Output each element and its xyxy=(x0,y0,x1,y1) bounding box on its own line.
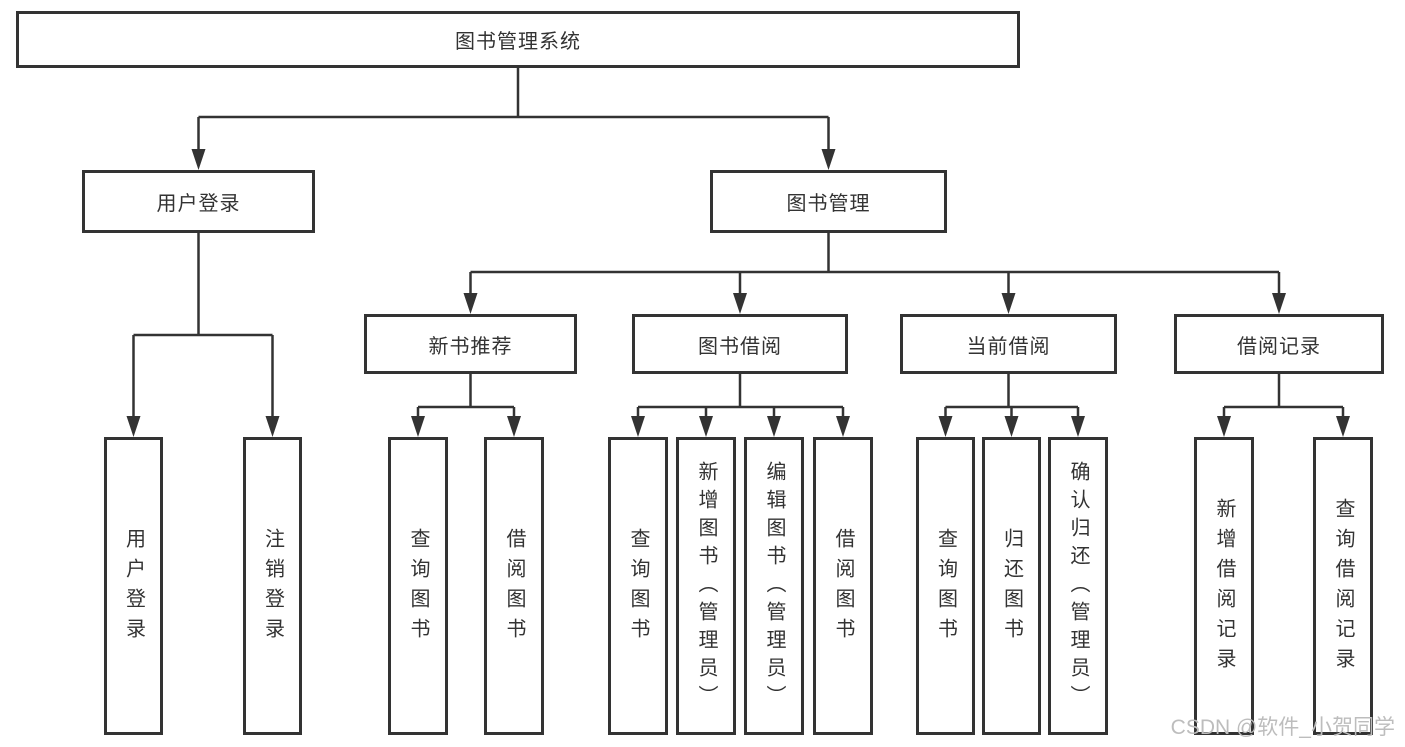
node-book-borrow: 图书借阅 xyxy=(632,314,848,374)
node-root: 图书管理系统 xyxy=(16,11,1020,68)
node-user-login: 用户登录 xyxy=(82,170,315,233)
leaf-user-login: 用户登录 xyxy=(104,437,163,735)
leaf-nb-borrow-books: 借阅图书 xyxy=(484,437,544,735)
leaf-cb-query-books: 查询图书 xyxy=(916,437,975,735)
leaf-nb-query-books: 查询图书 xyxy=(388,437,448,735)
connector-new-books-children xyxy=(416,374,516,420)
node-new-books: 新书推荐 xyxy=(364,314,577,374)
connector-root-to-level2 xyxy=(197,68,830,153)
leaf-br-add-record: 新增借阅记录 xyxy=(1194,437,1254,735)
leaf-bb-add-book-admin: 新增图书（管理员） xyxy=(676,437,736,735)
leaf-bb-edit-book-admin: 编辑图书（管理员） xyxy=(744,437,804,735)
leaf-cb-return-books: 归还图书 xyxy=(982,437,1041,735)
node-borrow-records: 借阅记录 xyxy=(1174,314,1384,374)
node-book-mgmt: 图书管理 xyxy=(710,170,947,233)
connector-book-borrow-children xyxy=(636,374,845,420)
leaf-logout: 注销登录 xyxy=(243,437,302,735)
connector-book-mgmt-to-level3 xyxy=(469,233,1281,298)
leaf-bb-borrow-books: 借阅图书 xyxy=(813,437,873,735)
node-current-borrow: 当前借阅 xyxy=(900,314,1117,374)
connector-user-login-children xyxy=(132,233,274,420)
connector-borrow-records-children xyxy=(1222,374,1345,420)
leaf-br-query-record: 查询借阅记录 xyxy=(1313,437,1373,735)
connector-current-borrow-children xyxy=(944,374,1080,420)
csdn-watermark: CSDN @软件_小贺同学 xyxy=(1170,716,1395,739)
leaf-cb-confirm-return-admin: 确认归还（管理员） xyxy=(1048,437,1108,735)
leaf-bb-query-books: 查询图书 xyxy=(608,437,668,735)
